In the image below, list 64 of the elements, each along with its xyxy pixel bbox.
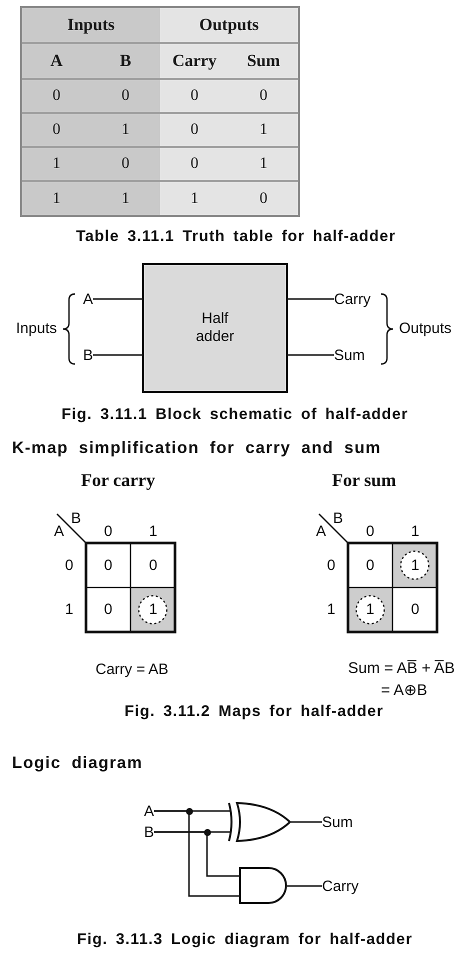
connector-line (288, 298, 334, 300)
map-value: 0 (104, 556, 112, 574)
signal-label: A (83, 290, 94, 308)
variable-label: B (333, 510, 344, 526)
and-gate-symbol (239, 867, 287, 904)
signal-label: Carry (322, 878, 359, 894)
variable-label: B (71, 510, 82, 526)
connector-line (287, 885, 322, 887)
table-header-cell: A (22, 44, 91, 80)
row-header: 0 (65, 556, 74, 574)
section-heading: K-map simplification for carry and sum (12, 438, 382, 458)
connector-line (93, 354, 142, 356)
table-cell: 1 (91, 182, 160, 215)
table-cell: 0 (91, 80, 160, 114)
figure-caption: Fig. 3.11.1 Block schematic of half-adder (62, 406, 408, 424)
figure-caption: Fig. 3.11.3 Logic diagram for half-adder (77, 931, 413, 949)
column-header: 0 (104, 522, 112, 540)
variable-label: A (316, 522, 326, 540)
connector-line (291, 821, 322, 823)
connector-line (154, 810, 239, 897)
row-header: 0 (327, 556, 336, 574)
variable-label: A (54, 522, 64, 540)
row-header: 1 (65, 600, 74, 618)
table-header-cell: B (91, 44, 160, 80)
map-value: 0 (366, 556, 374, 574)
block-label: Half adder (194, 310, 236, 346)
group-label: Inputs (16, 320, 57, 336)
column-header: 1 (149, 522, 158, 540)
connector-line (288, 354, 334, 356)
figure-caption: Fig. 3.11.2 Maps for half-adder (124, 703, 384, 721)
table-cell: 0 (22, 80, 91, 114)
table-cell: 1 (22, 148, 91, 182)
signal-label: Sum (334, 346, 365, 364)
signal-label: B (144, 824, 154, 840)
map-value: 0 (104, 600, 112, 618)
connector-line (93, 298, 142, 300)
equation: Sum = AB̅ + A̅B (348, 660, 455, 678)
map-value: 1 (149, 600, 158, 618)
signal-label: A (144, 802, 154, 820)
connector-line (154, 831, 239, 877)
signal-label: Sum (322, 814, 353, 830)
map-value: 1 (366, 600, 374, 618)
figure-caption: Table 3.11.1 Truth table for half-adder (76, 228, 396, 246)
table-cell: 1 (22, 182, 91, 215)
section-heading: Logic diagram (12, 754, 143, 772)
signal-label: Carry (334, 290, 371, 308)
xor-gate-symbol (228, 802, 291, 842)
group-label: Outputs (399, 320, 452, 336)
table-cell: 0 (22, 114, 91, 148)
map-heading: For sum (332, 470, 396, 490)
table-cell: 1 (91, 114, 160, 148)
table-header-cell: Inputs (22, 8, 160, 44)
equation: Carry = AB (96, 660, 168, 678)
column-header: 0 (366, 522, 374, 540)
map-value: 0 (149, 556, 158, 574)
map-value: 1 (411, 556, 420, 574)
table-cell: 0 (91, 148, 160, 182)
column-header: 1 (411, 522, 420, 540)
row-header: 1 (327, 600, 336, 618)
equation: = A⊕B (381, 680, 428, 700)
map-value: 0 (411, 600, 420, 618)
circuit-block (142, 263, 288, 393)
map-heading: For carry (81, 470, 156, 490)
signal-label: B (83, 346, 94, 364)
